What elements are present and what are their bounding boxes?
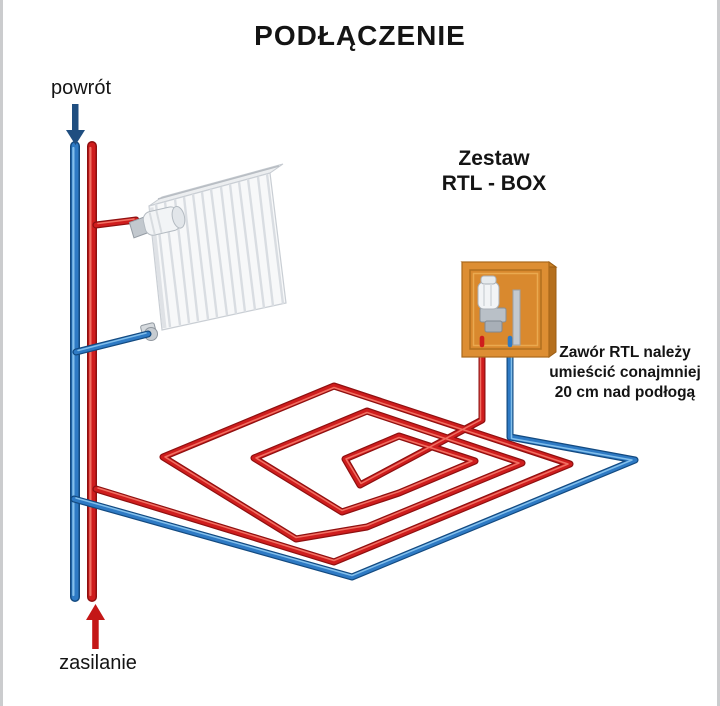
rtl-box-label-line1: Zestaw (458, 147, 530, 170)
rtl-valve-note: Zawór RTL należy umieścić conajmniej 20 cm… (534, 343, 716, 403)
return-pipe-label: powrót (50, 77, 112, 99)
rtl-valve-body (479, 307, 507, 323)
radiator-supply-pipe (92, 216, 140, 229)
diagram-title: PODŁĄCZENIE (254, 20, 466, 51)
rtl-valve-ridges (483, 284, 492, 306)
supply-direction-arrow (86, 604, 105, 649)
radiator-fins (154, 173, 285, 328)
rtl-valve (477, 275, 521, 346)
radiator-return-pipe (72, 330, 152, 356)
riser-supply-red-pipe (87, 141, 97, 602)
rtl-box-recess-highlight (472, 272, 539, 347)
rtl-valve-note-line3: 20 cm nad podłogą (554, 384, 696, 401)
right-border (717, 0, 720, 706)
rtl-valve-head (477, 281, 500, 310)
floor-coil-red-pipe (92, 334, 574, 566)
left-border (0, 0, 3, 706)
radiator-thermostat-valve (128, 205, 186, 239)
floor-coil-blue-pipe (70, 334, 639, 581)
rtl-valve-nut (484, 320, 503, 333)
riser-return-blue-pipe (70, 141, 80, 602)
rtl-valve-cap (480, 275, 497, 285)
rtl-box-pipes (479, 335, 513, 348)
radiator (128, 163, 287, 341)
return-direction-arrow (66, 104, 85, 145)
rtl-valve-rail (512, 289, 521, 346)
rtl-valve-note-line2: umieścić conajmniej (549, 364, 701, 381)
rtl-box-label-line2: RTL - BOX (441, 172, 547, 195)
supply-pipe-label: zasilanie (59, 652, 137, 674)
radiator-top-ridge (157, 165, 280, 200)
rtl-valve-note-line1: Zawór RTL należy (559, 344, 691, 361)
